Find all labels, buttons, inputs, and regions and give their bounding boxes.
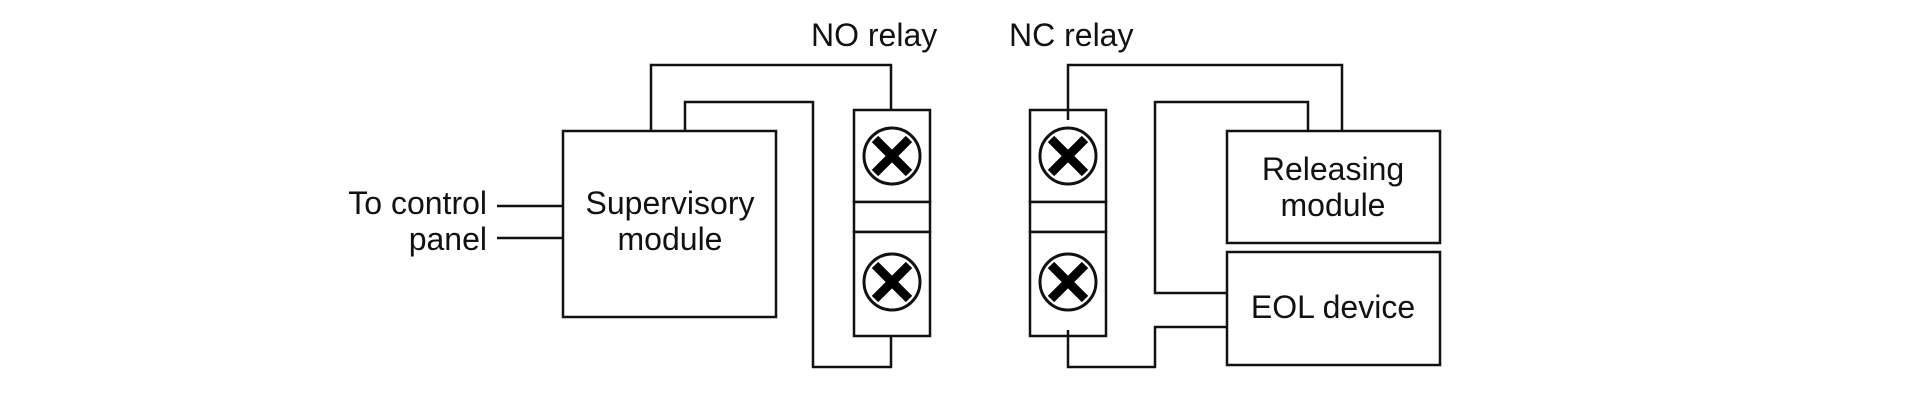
terminal-screw-icon: [1038, 126, 1098, 186]
no-relay-label: NO relay: [811, 17, 937, 53]
supervisory-module-box: [561, 129, 778, 319]
wire-supervisory-to-no-top: [649, 63, 893, 131]
to-control-panel-label-line2: panel: [409, 221, 487, 257]
eol-device-box: [1225, 250, 1442, 367]
wire-nc-to-eol-bottom: [1066, 325, 1227, 369]
nc-relay-block: [1028, 108, 1108, 338]
terminal-screw-icon: [862, 252, 922, 312]
wire-nc-to-releasing-top: [1066, 63, 1344, 131]
no-relay-block: [852, 108, 932, 338]
eol-device-label: EOL device: [1251, 289, 1415, 325]
releasing-module-label-line1: Releasing: [1262, 151, 1404, 187]
nc-relay-divider: [1028, 200, 1108, 234]
nc-relay-label: NC relay: [1009, 17, 1133, 53]
releasing-module-label-line2: module: [1281, 187, 1386, 223]
terminal-screw-icon: [862, 126, 922, 186]
no-relay-divider: [852, 200, 932, 234]
to-control-panel-label-line1: To control: [348, 185, 487, 221]
supervisory-module-label-line1: Supervisory: [586, 185, 755, 221]
terminal-screw-icon: [1038, 252, 1098, 312]
wire-releasing-to-eol: [1153, 100, 1310, 295]
supervisory-module-label-line2: module: [618, 221, 723, 257]
releasing-module-box: [1225, 129, 1442, 245]
wire-supervisory-to-no-bottom: [683, 100, 893, 369]
